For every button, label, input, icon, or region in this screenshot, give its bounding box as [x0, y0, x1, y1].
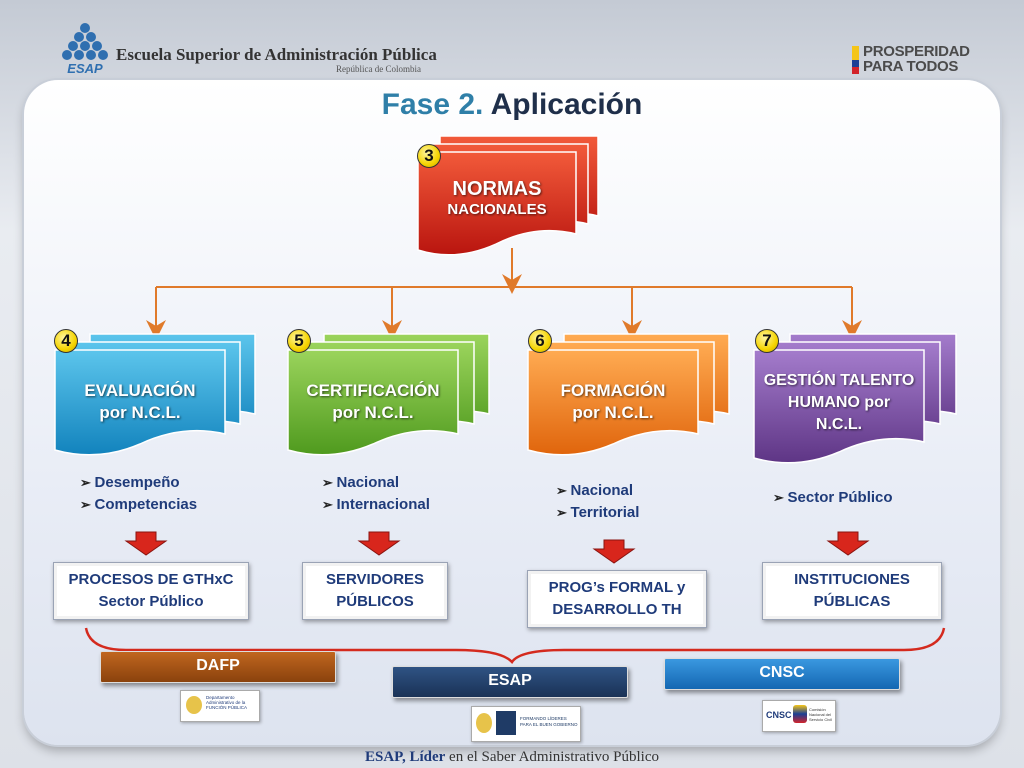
esap-mark-icon: [496, 711, 516, 735]
footer-rest: en el Saber Administrativo Público: [445, 749, 660, 765]
cnsc-flag-icon: [793, 705, 807, 723]
formacion-doc-stack: [527, 333, 730, 456]
dafp-seal-icon: [186, 696, 202, 714]
slogan-line-1: PROSPERIDAD: [863, 43, 970, 60]
formacion-label: FORMACIÓN por N.C.L.: [528, 380, 698, 424]
footer-bold: ESAP, Líder: [364, 749, 446, 765]
page-title: Fase 2. Aplicación: [0, 88, 1024, 122]
org-bar-esap: ESAP: [392, 666, 628, 698]
result-box-servidores: SERVIDORES PÚBLICOS: [302, 562, 448, 620]
title-name: Aplicación: [490, 88, 643, 121]
dafp-logo-text: Departamento Administrativo de la FUNCIÓ…: [206, 695, 248, 710]
result-line-1: SERVIDORES: [325, 571, 425, 588]
gestion-line-3: N.C.L.: [815, 416, 863, 433]
certificacion-bullets: Nacional Internacional: [322, 472, 430, 516]
normas-label: NORMAS NACIONALES: [418, 178, 576, 220]
result-line-2: DESARROLLO TH: [552, 601, 682, 618]
cnsc-logo: CNSC Comisión Nacional del Servicio Civi…: [762, 700, 836, 732]
flag-bar: [852, 46, 859, 74]
gestion-doc-stack: [753, 333, 957, 464]
result-line-2: PÚBLICOS: [336, 593, 414, 610]
bullet-item: Desempeño: [80, 472, 197, 494]
bullet-item: Sector Público: [773, 487, 893, 509]
normas-line-2: NACIONALES: [447, 201, 547, 218]
evaluacion-line-2: por N.C.L.: [99, 403, 181, 422]
gestion-line-1: GESTIÓN TALENTO: [763, 372, 915, 389]
normas-doc-stack: [417, 135, 599, 256]
esap-logo: ESAP: [62, 23, 108, 76]
institution-name: Escuela Superior de Administración Públi…: [116, 45, 437, 64]
connector-lines: [146, 248, 862, 340]
certificacion-doc-stack: [287, 333, 490, 456]
result-line-2: Sector Público: [98, 593, 204, 610]
cnsc-logo-text: Comisión Nacional del Servicio Civil: [809, 707, 832, 722]
slogan-line-2: PARA TODOS: [863, 58, 959, 75]
evaluacion-doc-stack: [54, 333, 256, 456]
bullet-item: Nacional: [322, 472, 430, 494]
bullet-item: Nacional: [556, 480, 639, 502]
title-phase: Fase 2.: [381, 88, 484, 121]
evaluacion-bullets: Desempeño Competencias: [80, 472, 198, 516]
dafp-logo: Departamento Administrativo de la FUNCIÓ…: [180, 690, 260, 722]
certificacion-line-1: CERTIFICACIÓN: [306, 381, 440, 400]
result-line-1: PROCESOS DE GTHxC: [68, 571, 234, 588]
esap-small-logo: FORMANDO LÍDERES PARA EL BUEN GOBIERNO: [471, 706, 581, 742]
certificacion-label: CERTIFICACIÓN por N.C.L.: [288, 380, 458, 424]
down-arrow-icon: [592, 539, 636, 564]
formacion-bullets: Nacional Territorial: [556, 480, 640, 524]
evaluacion-label: EVALUACIÓN por N.C.L.: [55, 380, 225, 424]
result-box-instituciones: INSTITUCIONES PÚBLICAS: [762, 562, 942, 620]
certificacion-line-2: por N.C.L.: [332, 403, 414, 422]
esap-logo-text: ESAP: [67, 61, 103, 76]
normas-line-1: NORMAS: [452, 178, 542, 200]
badge-6: 6: [528, 329, 552, 353]
esap-seal-icon: [476, 713, 492, 733]
badge-4: 4: [54, 329, 78, 353]
badge-7: 7: [755, 329, 779, 353]
org-bar-dafp: DAFP: [100, 651, 336, 683]
esap-small-logo-text: FORMANDO LÍDERES PARA EL BUEN GOBIERNO: [520, 716, 578, 727]
evaluacion-line-1: EVALUACIÓN: [84, 381, 196, 400]
formacion-line-2: por N.C.L.: [572, 403, 654, 422]
bullet-item: Internacional: [322, 494, 430, 516]
gestion-line-2: HUMANO por: [787, 394, 891, 411]
gestion-bullets: Sector Público: [773, 487, 893, 509]
badge-3: 3: [417, 144, 441, 168]
bullet-item: Territorial: [556, 502, 640, 524]
down-arrow-icon: [124, 531, 168, 556]
result-line-1: INSTITUCIONES: [794, 571, 910, 588]
badge-5: 5: [287, 329, 311, 353]
org-bar-cnsc: CNSC: [664, 658, 900, 690]
formacion-line-1: FORMACIÓN: [560, 381, 666, 400]
down-arrow-icon: [357, 531, 401, 556]
down-arrow-icon: [826, 531, 870, 556]
cnsc-logo-mark: CNSC: [766, 710, 792, 720]
result-line-1: PROG’s FORMAL y: [548, 579, 686, 596]
result-line-2: PÚBLICAS: [813, 593, 891, 610]
result-box-procesos: PROCESOS DE GTHxC Sector Público: [53, 562, 249, 620]
result-box-prog: PROG’s FORMAL y DESARROLLO TH: [527, 570, 707, 628]
country-name: República de Colombia: [336, 64, 421, 74]
footer: ESAP, Líder en el Saber Administrativo P…: [0, 749, 1024, 766]
prosperidad-logo: PROSPERIDAD PARA TODOS: [852, 44, 974, 76]
gestion-label: GESTIÓN TALENTO HUMANO por N.C.L.: [754, 370, 924, 436]
bottom-bracket: [84, 627, 946, 665]
bullet-item: Competencias: [80, 494, 198, 516]
